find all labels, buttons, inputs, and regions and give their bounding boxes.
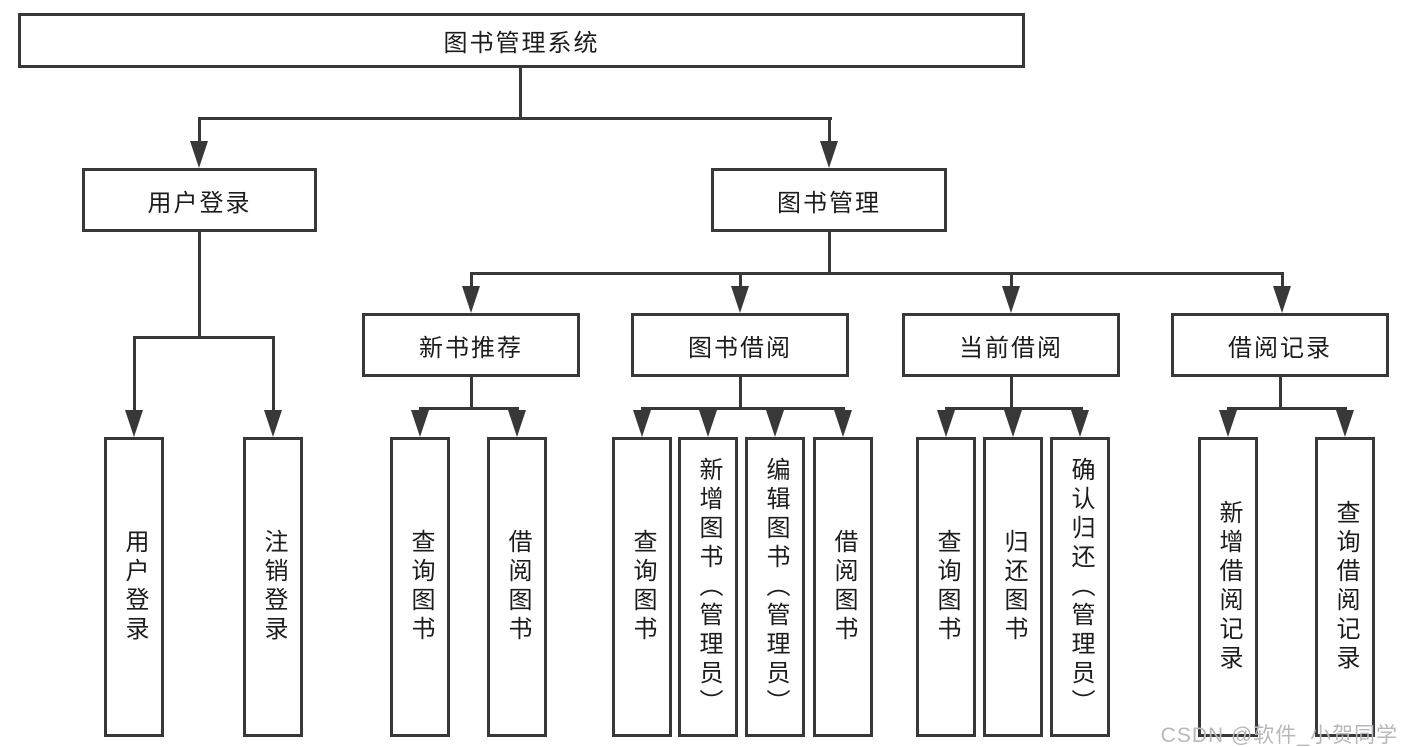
connector-line: [272, 336, 275, 413]
leaf-borrow-add-admin: 新增图书（管理员）: [678, 437, 738, 737]
connector-line: [198, 117, 832, 120]
connector-line: [739, 377, 742, 407]
connector-line: [470, 272, 1284, 275]
arrowhead: [1004, 410, 1022, 437]
node-label: 图书借阅: [688, 334, 792, 362]
connector-line: [641, 407, 845, 410]
leaf-borrow-edit-admin: 编辑图书（管理员）: [745, 437, 805, 737]
arrowhead: [1219, 410, 1237, 437]
connector-line: [1279, 377, 1282, 407]
connector-line: [198, 117, 201, 145]
connector-line: [1227, 407, 1347, 410]
connector-line: [1010, 272, 1013, 290]
node-label: 借阅图书: [504, 529, 531, 645]
arrowhead: [462, 286, 480, 313]
node-label: 编辑图书（管理员）: [762, 456, 789, 718]
connector-line: [470, 272, 473, 290]
leaf-current-return: 归还图书: [983, 437, 1043, 737]
node-label: 图书管理系统: [443, 30, 600, 57]
arrowhead: [1071, 410, 1089, 437]
node-label: 查询图书: [407, 529, 434, 645]
leaf-user-login: 用户登录: [104, 437, 164, 737]
node-label: 确认归还（管理员）: [1067, 456, 1094, 718]
node-current-borrow: 当前借阅: [902, 313, 1120, 377]
connector-line: [419, 407, 519, 410]
leaf-newbook-borrow: 借阅图书: [487, 437, 547, 737]
node-label: 查询图书: [629, 529, 656, 645]
connector-line: [198, 232, 201, 336]
connector-line: [470, 377, 473, 407]
connector-line: [133, 336, 275, 339]
node-new-book-recommend: 新书推荐: [362, 313, 580, 377]
arrowhead: [834, 410, 852, 437]
arrowhead: [937, 410, 955, 437]
node-label: 新增图书（管理员）: [695, 456, 722, 718]
node-book-borrow: 图书借阅: [631, 313, 849, 377]
leaf-borrow-query: 查询图书: [612, 437, 672, 737]
arrowhead: [1336, 410, 1354, 437]
arrowhead: [264, 410, 282, 437]
node-label: 借阅图书: [830, 529, 857, 645]
node-label: 图书管理: [777, 189, 881, 217]
node-label: 归还图书: [1000, 529, 1027, 645]
node-label: 新书推荐: [419, 334, 523, 362]
leaf-borrow-borrow: 借阅图书: [813, 437, 873, 737]
node-label: 查询借阅记录: [1332, 500, 1359, 674]
node-root: 图书管理系统: [18, 13, 1025, 68]
node-borrow-records: 借阅记录: [1171, 313, 1389, 377]
leaf-record-add: 新增借阅记录: [1198, 437, 1258, 737]
arrowhead: [633, 410, 651, 437]
leaf-logout: 注销登录: [243, 437, 303, 737]
arrowhead: [411, 410, 429, 437]
arrowhead: [699, 410, 717, 437]
node-label: 当前借阅: [959, 334, 1063, 362]
csdn-watermark: CSDN @软件_小贺同学: [1160, 724, 1398, 747]
node-book-management: 图书管理: [711, 168, 947, 232]
node-user-login: 用户登录: [82, 168, 317, 232]
connector-line: [739, 272, 742, 290]
connector-line: [519, 68, 522, 117]
arrowhead: [1002, 286, 1020, 313]
leaf-current-query: 查询图书: [916, 437, 976, 737]
arrowhead: [731, 286, 749, 313]
node-label: 注销登录: [260, 529, 287, 645]
connector-line: [1281, 272, 1284, 290]
node-label: 用户登录: [147, 189, 252, 217]
connector-line: [1010, 377, 1013, 407]
arrowhead: [125, 410, 143, 437]
connector-line: [828, 117, 831, 145]
node-label: 新增借阅记录: [1215, 500, 1242, 674]
leaf-newbook-query: 查询图书: [390, 437, 450, 737]
arrowhead: [820, 141, 838, 168]
connector-line: [828, 232, 831, 272]
node-label: 借阅记录: [1228, 334, 1332, 362]
arrowhead: [508, 410, 526, 437]
node-label: 查询图书: [933, 529, 960, 645]
leaf-current-confirm-admin: 确认归还（管理员）: [1050, 437, 1110, 737]
arrowhead: [1273, 286, 1291, 313]
node-label: 用户登录: [121, 529, 148, 645]
arrowhead: [190, 141, 208, 168]
arrowhead: [766, 410, 784, 437]
leaf-record-query: 查询借阅记录: [1315, 437, 1375, 737]
connector-line: [133, 336, 136, 413]
